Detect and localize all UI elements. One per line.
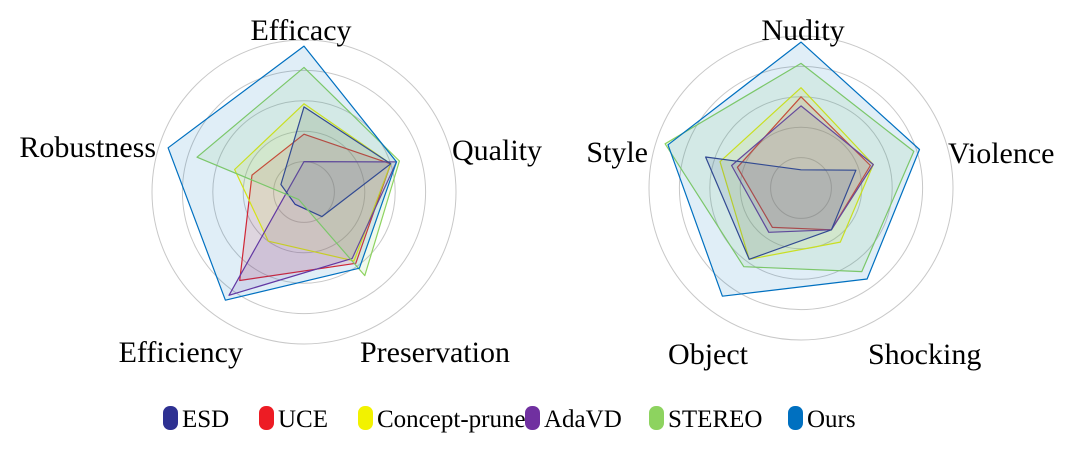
axis-label-quality: Quality <box>452 134 542 167</box>
axis-label-shocking: Shocking <box>868 338 981 371</box>
legend-swatch <box>358 406 373 430</box>
grid-ring <box>181 69 427 315</box>
axis-label-efficiency: Efficiency <box>119 336 243 369</box>
legend-label: ESD <box>182 406 229 433</box>
axis-label-object: Object <box>668 338 749 371</box>
legend-swatch <box>525 406 540 430</box>
series-adavd <box>730 105 874 233</box>
grid-ring <box>151 39 457 345</box>
grid-ring <box>648 35 954 341</box>
axis-label-style: Style <box>586 136 648 169</box>
legend-swatch <box>649 406 664 430</box>
series-stereo <box>664 62 915 273</box>
series-concept-prune <box>719 87 874 260</box>
series-ours <box>667 41 921 297</box>
series-esd <box>704 156 857 260</box>
legend-label: Concept-prune <box>377 406 526 433</box>
legend-item-ours: Ours <box>788 406 856 433</box>
legend-label: STEREO <box>668 406 762 433</box>
legend-swatch <box>259 406 274 430</box>
grid-ring <box>739 126 863 250</box>
series-adavd <box>228 161 398 296</box>
legend-item-adavd: AdaVD <box>525 406 622 433</box>
axis-label-nudity: Nudity <box>761 14 844 47</box>
legend-item-stereo: STEREO <box>649 406 762 433</box>
axis-label-violence: Violence <box>948 137 1054 170</box>
legend-item-uce: UCE <box>259 406 328 433</box>
legend-swatch <box>163 406 178 430</box>
legend-label: UCE <box>278 406 328 433</box>
grid-ring <box>678 65 924 311</box>
series-ours <box>167 45 398 301</box>
grid-ring <box>770 157 832 219</box>
legend-label: AdaVD <box>544 406 622 433</box>
series-uce <box>736 96 872 231</box>
legend-label: Ours <box>807 406 856 433</box>
axis-label-robustness: Robustness <box>19 131 156 164</box>
grid-ring <box>242 130 366 254</box>
legend-swatch <box>788 406 803 430</box>
legend: ESD UCE Concept-prune AdaVD STEREO Ours <box>163 406 856 433</box>
axis-label-efficacy: Efficacy <box>250 14 351 47</box>
legend-item-concept-prune: Concept-prune <box>358 406 526 433</box>
axis-label-preservation: Preservation <box>360 336 510 369</box>
grid-ring <box>212 100 396 284</box>
legend-item-esd: ESD <box>163 406 229 433</box>
series-uce <box>239 133 392 282</box>
